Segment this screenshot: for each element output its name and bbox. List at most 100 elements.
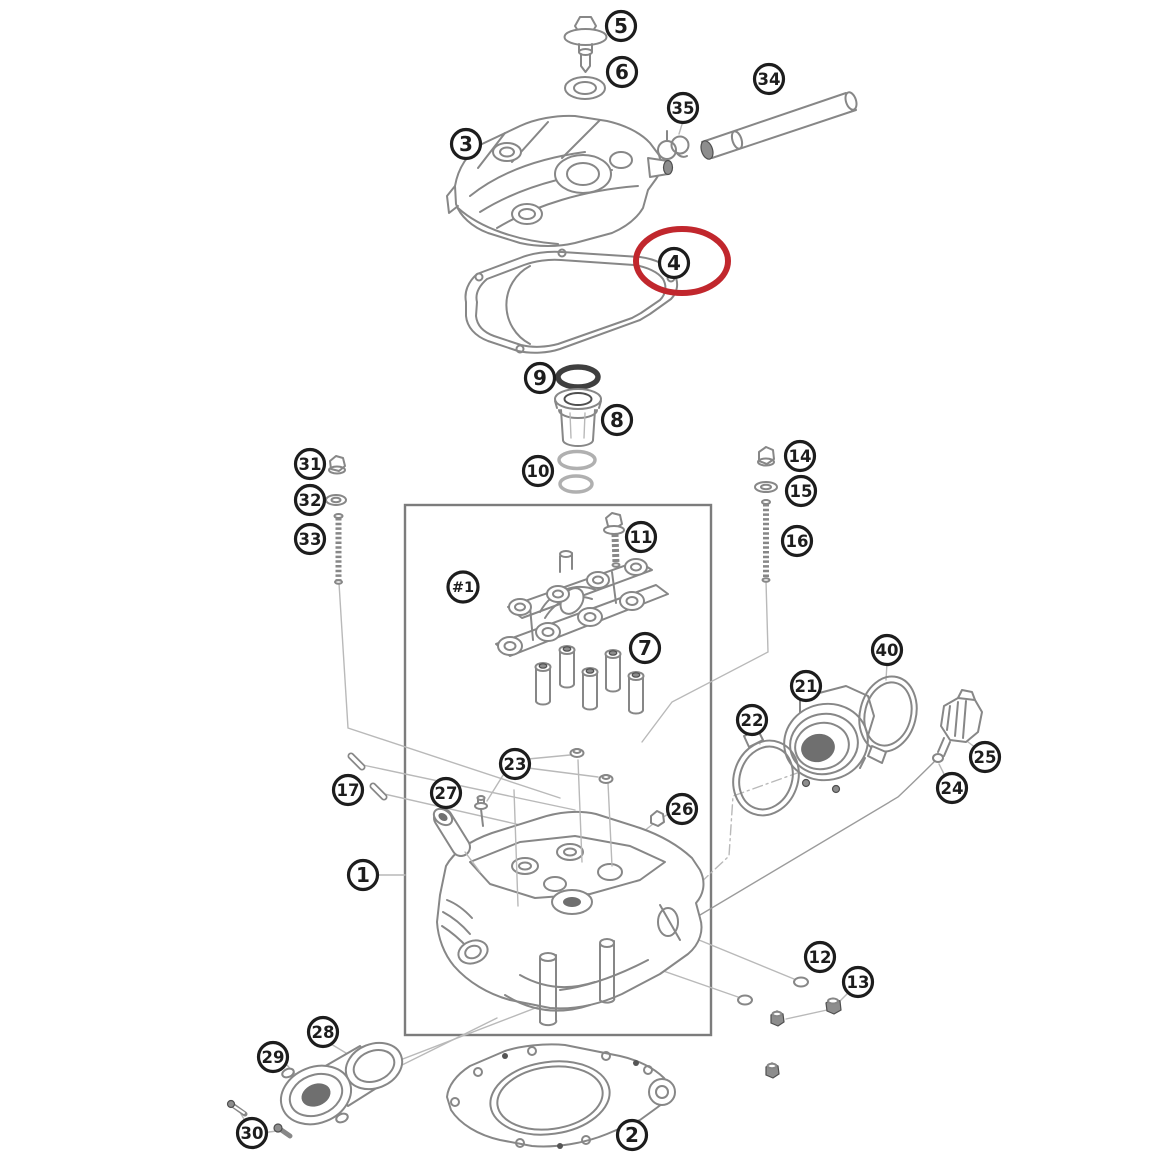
callout-10: 10 bbox=[521, 454, 555, 488]
bolt-11-art bbox=[603, 512, 625, 568]
callout-27: 27 bbox=[429, 776, 463, 810]
diagram-line-art bbox=[226, 16, 983, 1149]
callout-1: 1 bbox=[346, 858, 380, 892]
svg-text:17: 17 bbox=[337, 781, 360, 800]
svg-text:29: 29 bbox=[262, 1048, 285, 1067]
svg-text:12: 12 bbox=[809, 948, 832, 967]
callout-30: 30 bbox=[235, 1116, 269, 1150]
oring-9-art bbox=[555, 364, 601, 390]
leader-23c bbox=[527, 767, 599, 778]
svg-text:24: 24 bbox=[941, 779, 964, 798]
callout-7: 7 bbox=[628, 631, 662, 665]
callout-6: 6 bbox=[605, 55, 639, 89]
svg-text:#1: #1 bbox=[452, 580, 474, 596]
callout-16: 16 bbox=[780, 524, 814, 558]
callout-40: 40 bbox=[870, 633, 904, 667]
head-gasket-art bbox=[446, 1043, 676, 1149]
svg-text:28: 28 bbox=[312, 1023, 335, 1042]
svg-text:32: 32 bbox=[299, 491, 322, 510]
leader-gasket-28 bbox=[399, 1017, 498, 1067]
leader-23b bbox=[527, 754, 571, 760]
svg-text:21: 21 bbox=[795, 677, 818, 696]
spark-plug-tube-art bbox=[432, 807, 481, 873]
svg-text:26: 26 bbox=[671, 800, 694, 819]
plugs-13-art bbox=[765, 997, 842, 1079]
callout-35: 35 bbox=[666, 91, 700, 125]
svg-text:25: 25 bbox=[974, 748, 997, 767]
svg-text:14: 14 bbox=[789, 447, 812, 466]
callout-14: 14 bbox=[783, 439, 817, 473]
svg-text:9: 9 bbox=[533, 366, 547, 390]
callout-11: 11 bbox=[624, 520, 658, 554]
svg-text:35: 35 bbox=[672, 99, 695, 118]
svg-text:7: 7 bbox=[638, 636, 652, 660]
callout-4: 4 bbox=[657, 246, 691, 280]
svg-text:4: 4 bbox=[667, 251, 681, 275]
intake-boot-art bbox=[783, 685, 875, 794]
exhaust-flange-art bbox=[226, 1041, 404, 1139]
vent-hose-art bbox=[700, 91, 858, 160]
callout-23: 23 bbox=[498, 747, 532, 781]
svg-text:15: 15 bbox=[790, 482, 813, 501]
callout-26: 26 bbox=[665, 792, 699, 826]
callout-9: 9 bbox=[523, 361, 557, 395]
callout-29: 29 bbox=[256, 1040, 290, 1074]
svg-text:27: 27 bbox=[435, 784, 458, 803]
right-stud-fasteners-art bbox=[754, 446, 778, 583]
callout-5: 5 bbox=[604, 9, 638, 43]
callout-33: 33 bbox=[293, 522, 327, 556]
callout-15: 15 bbox=[784, 474, 818, 508]
filler-tube-art bbox=[554, 388, 602, 447]
callout-17: 17 bbox=[331, 773, 365, 807]
svg-text:10: 10 bbox=[527, 462, 550, 481]
svg-text:11: 11 bbox=[630, 528, 653, 547]
callout-32: 32 bbox=[293, 483, 327, 517]
callout-22: 22 bbox=[735, 703, 769, 737]
hose-clamp-art bbox=[657, 130, 690, 160]
valve-cover-gasket-art bbox=[464, 248, 679, 354]
orings-12-art bbox=[737, 976, 809, 1006]
rocker-assembly-art bbox=[495, 550, 669, 657]
callout-1: #1 bbox=[446, 570, 480, 604]
svg-text:5: 5 bbox=[614, 14, 628, 38]
callout-12: 12 bbox=[803, 940, 837, 974]
callout-28: 28 bbox=[306, 1015, 340, 1049]
intake-centerline bbox=[696, 771, 801, 887]
callout-34: 34 bbox=[752, 62, 786, 96]
left-stud-fasteners-art bbox=[325, 455, 347, 585]
valve-cover-art bbox=[446, 114, 674, 247]
highlight-ring bbox=[633, 226, 731, 296]
callout-8: 8 bbox=[600, 403, 634, 437]
svg-text:1: 1 bbox=[356, 863, 370, 887]
connector-art bbox=[932, 689, 983, 763]
nut-26-art bbox=[650, 810, 665, 827]
leader-23a bbox=[486, 771, 506, 802]
tappets-art bbox=[534, 645, 645, 715]
callout-25: 25 bbox=[968, 740, 1002, 774]
head-bolts-art bbox=[474, 748, 614, 907]
svg-text:33: 33 bbox=[299, 530, 322, 549]
svg-text:30: 30 bbox=[241, 1124, 264, 1143]
cylinder-head-art bbox=[436, 810, 705, 1027]
svg-text:16: 16 bbox=[786, 532, 809, 551]
svg-text:3: 3 bbox=[459, 132, 473, 156]
orings-10-art bbox=[557, 449, 597, 494]
leader-13b bbox=[785, 1009, 828, 1020]
dowel-pins-art bbox=[347, 752, 388, 801]
callout-3: 3 bbox=[449, 127, 483, 161]
callout-13: 13 bbox=[841, 965, 875, 999]
svg-text:8: 8 bbox=[610, 408, 624, 432]
svg-text:6: 6 bbox=[615, 60, 629, 84]
svg-text:40: 40 bbox=[876, 641, 899, 660]
svg-text:13: 13 bbox=[847, 973, 870, 992]
seal-ring-art bbox=[564, 76, 606, 100]
leader-pin-17a bbox=[357, 763, 576, 811]
assembly-group-frame bbox=[403, 503, 713, 1037]
svg-text:23: 23 bbox=[504, 755, 527, 774]
valve-cover-bolt-art bbox=[563, 16, 608, 73]
leader-stud-33 bbox=[338, 582, 561, 799]
leader-stud-16 bbox=[641, 580, 769, 743]
svg-text:2: 2 bbox=[625, 1123, 639, 1147]
